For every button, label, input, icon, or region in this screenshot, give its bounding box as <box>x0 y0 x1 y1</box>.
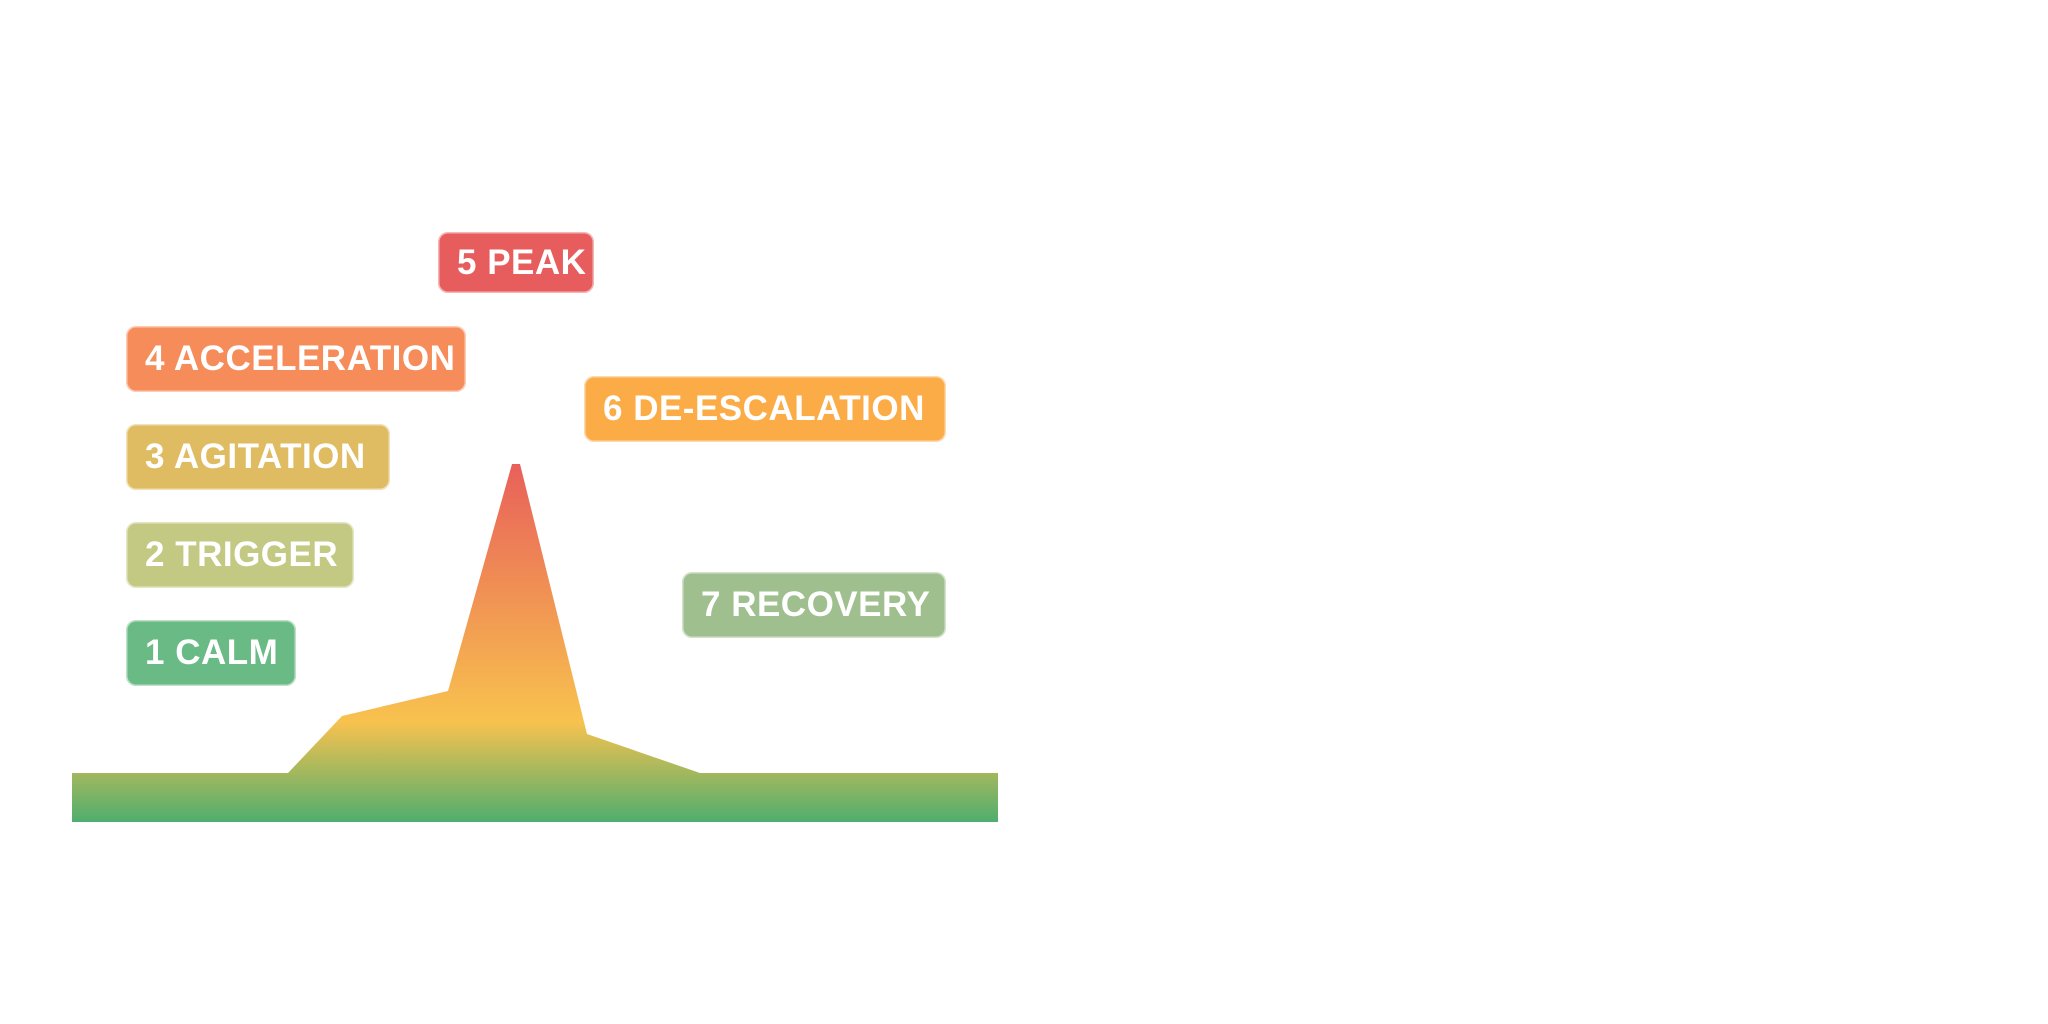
phase-label-calm: 1 CALM <box>126 620 296 686</box>
phase-label-acceleration: 4 ACCELERATION <box>126 326 466 392</box>
phase-label-de-escalation: 6 DE-ESCALATION <box>584 376 946 442</box>
escalation-mountain-shape <box>72 464 998 822</box>
phase-label-peak: 5 PEAK <box>438 232 594 293</box>
phase-label-recovery: 7 RECOVERY <box>682 572 946 638</box>
phase-label-agitation: 3 AGITATION <box>126 424 390 490</box>
phase-label-trigger: 2 TRIGGER <box>126 522 354 588</box>
